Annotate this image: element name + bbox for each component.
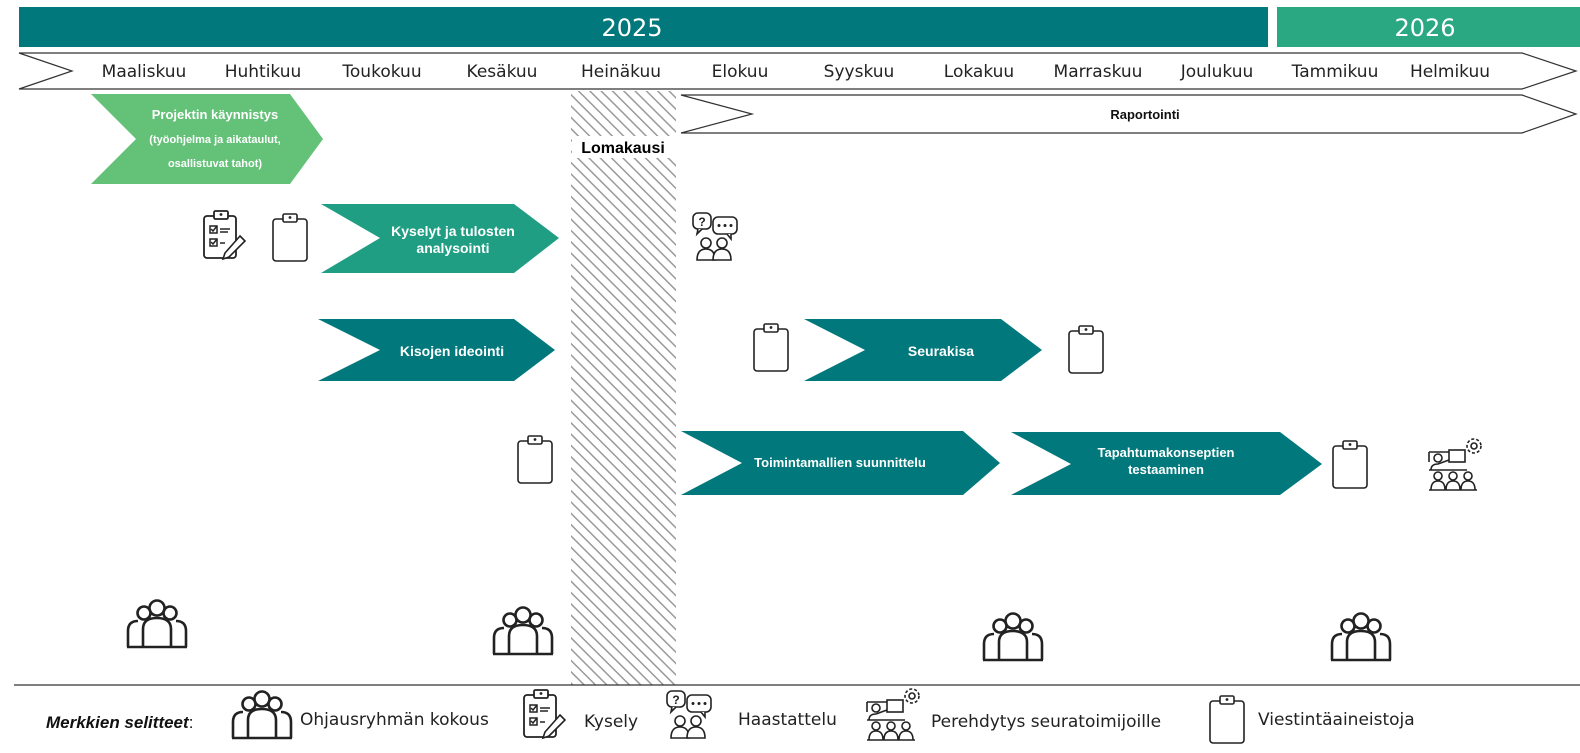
month-label: Heinäkuu (581, 62, 661, 82)
phase-concept-testing-label: Tapahtumakonseptien (1097, 445, 1234, 460)
legend-orientation: Perehdytys seuratoimijoille (931, 712, 1161, 732)
group-icon (125, 599, 189, 649)
year-2025-label: 2025 (601, 14, 662, 42)
month-label: Elokuu (712, 62, 769, 82)
legend-survey: Kysely (584, 712, 638, 732)
clipboard-icon (517, 435, 553, 484)
group-icon (981, 612, 1045, 662)
survey-icon (203, 210, 246, 260)
phase-concept-testing-label: testaaminen (1128, 462, 1204, 477)
phase-project-launch-detail: osallistuvat tahot) (168, 158, 262, 170)
month-label: Tammikuu (1291, 62, 1379, 82)
clipboard-icon (1332, 440, 1368, 489)
holiday-period (571, 91, 676, 685)
phase-operating-models (681, 431, 1000, 495)
month-label: Helmikuu (1410, 62, 1490, 82)
interview-icon (666, 690, 712, 739)
phase-surveys-analysis (321, 204, 559, 273)
phase-surveys-analysis-label: analysointi (416, 240, 489, 256)
group-icon (230, 690, 294, 740)
group-icon (1329, 612, 1393, 662)
clipboard-icon (1209, 695, 1245, 744)
month-label: Syyskuu (824, 62, 895, 82)
survey-icon (523, 689, 566, 739)
month-label: Huhtikuu (225, 62, 302, 82)
phase-project-launch-detail: (työohjelma ja aikataulut, (149, 134, 280, 146)
legend-interview: Haastattelu (738, 710, 837, 730)
phase-project-launch (91, 94, 323, 184)
month-ribbon (18, 52, 1578, 90)
legend-materials: Viestintäaineistoja (1258, 710, 1415, 730)
month-label: Joulukuu (1180, 62, 1254, 82)
year-2025-bar (19, 7, 1268, 47)
month-label: Toukokuu (341, 62, 421, 82)
month-label: Maaliskuu (102, 62, 187, 82)
orientation-icon (866, 688, 920, 741)
clipboard-icon (1068, 325, 1104, 374)
phase-operating-models-label: Toimintamallien suunnittelu (754, 455, 926, 470)
phase-reporting (680, 94, 1578, 134)
phase-concept-testing (1011, 432, 1322, 495)
phase-contest-ideation (318, 319, 555, 381)
phase-reporting-label: Raportointi (1110, 107, 1179, 122)
interview-icon (692, 212, 738, 261)
group-icon (491, 606, 555, 656)
holiday-label-bg (572, 136, 676, 158)
phase-surveys-analysis-label: Kyselyt ja tulosten (391, 223, 515, 239)
phase-club-contest (804, 319, 1042, 381)
phase-club-contest-label: Seurakisa (908, 343, 974, 359)
legend-steering-meeting: Ohjausryhmän kokous (300, 710, 489, 730)
clipboard-icon (272, 213, 308, 262)
legend-title: Merkkien selitteet: (46, 713, 193, 732)
orientation-icon (1428, 438, 1482, 491)
month-label: Lokakuu (944, 62, 1014, 82)
month-label: Marraskuu (1054, 62, 1143, 82)
phase-contest-ideation-label: Kisojen ideointi (400, 343, 504, 359)
holiday-label: Lomakausi (581, 140, 665, 157)
year-2026-bar (1277, 7, 1580, 47)
month-label: Kesäkuu (467, 62, 538, 82)
phase-project-launch-title: Projektin käynnistys (152, 107, 278, 122)
year-2026-label: 2026 (1394, 14, 1455, 42)
clipboard-icon (753, 323, 789, 372)
